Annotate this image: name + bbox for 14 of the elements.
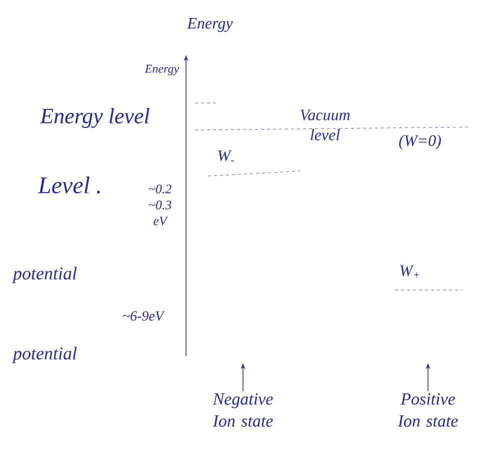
- handwritten-label: ~6-9eV: [123, 311, 165, 321]
- handwritten-label: potential: [12, 346, 77, 364]
- handwritten-label: Energy level: [40, 108, 150, 128]
- handwritten-label: Level .: [38, 176, 100, 194]
- handwritten-label: Energy: [187, 18, 233, 32]
- handwritten-label: (W=0): [399, 134, 441, 150]
- handwritten-label: Energy: [144, 64, 180, 76]
- handwritten-label: potential: [12, 266, 77, 284]
- handwritten-label: Vacuum level: [300, 110, 350, 140]
- handwritten-label: ~0.2 ~0.3 eV: [148, 184, 172, 226]
- handwritten-label: W$_{-}$: [218, 150, 234, 162]
- ion-state-label: Positive Ion state: [398, 393, 458, 427]
- handwritten-label: W$_{+}$: [400, 265, 420, 278]
- ion-state-label: Negative Ion state: [212, 393, 273, 427]
